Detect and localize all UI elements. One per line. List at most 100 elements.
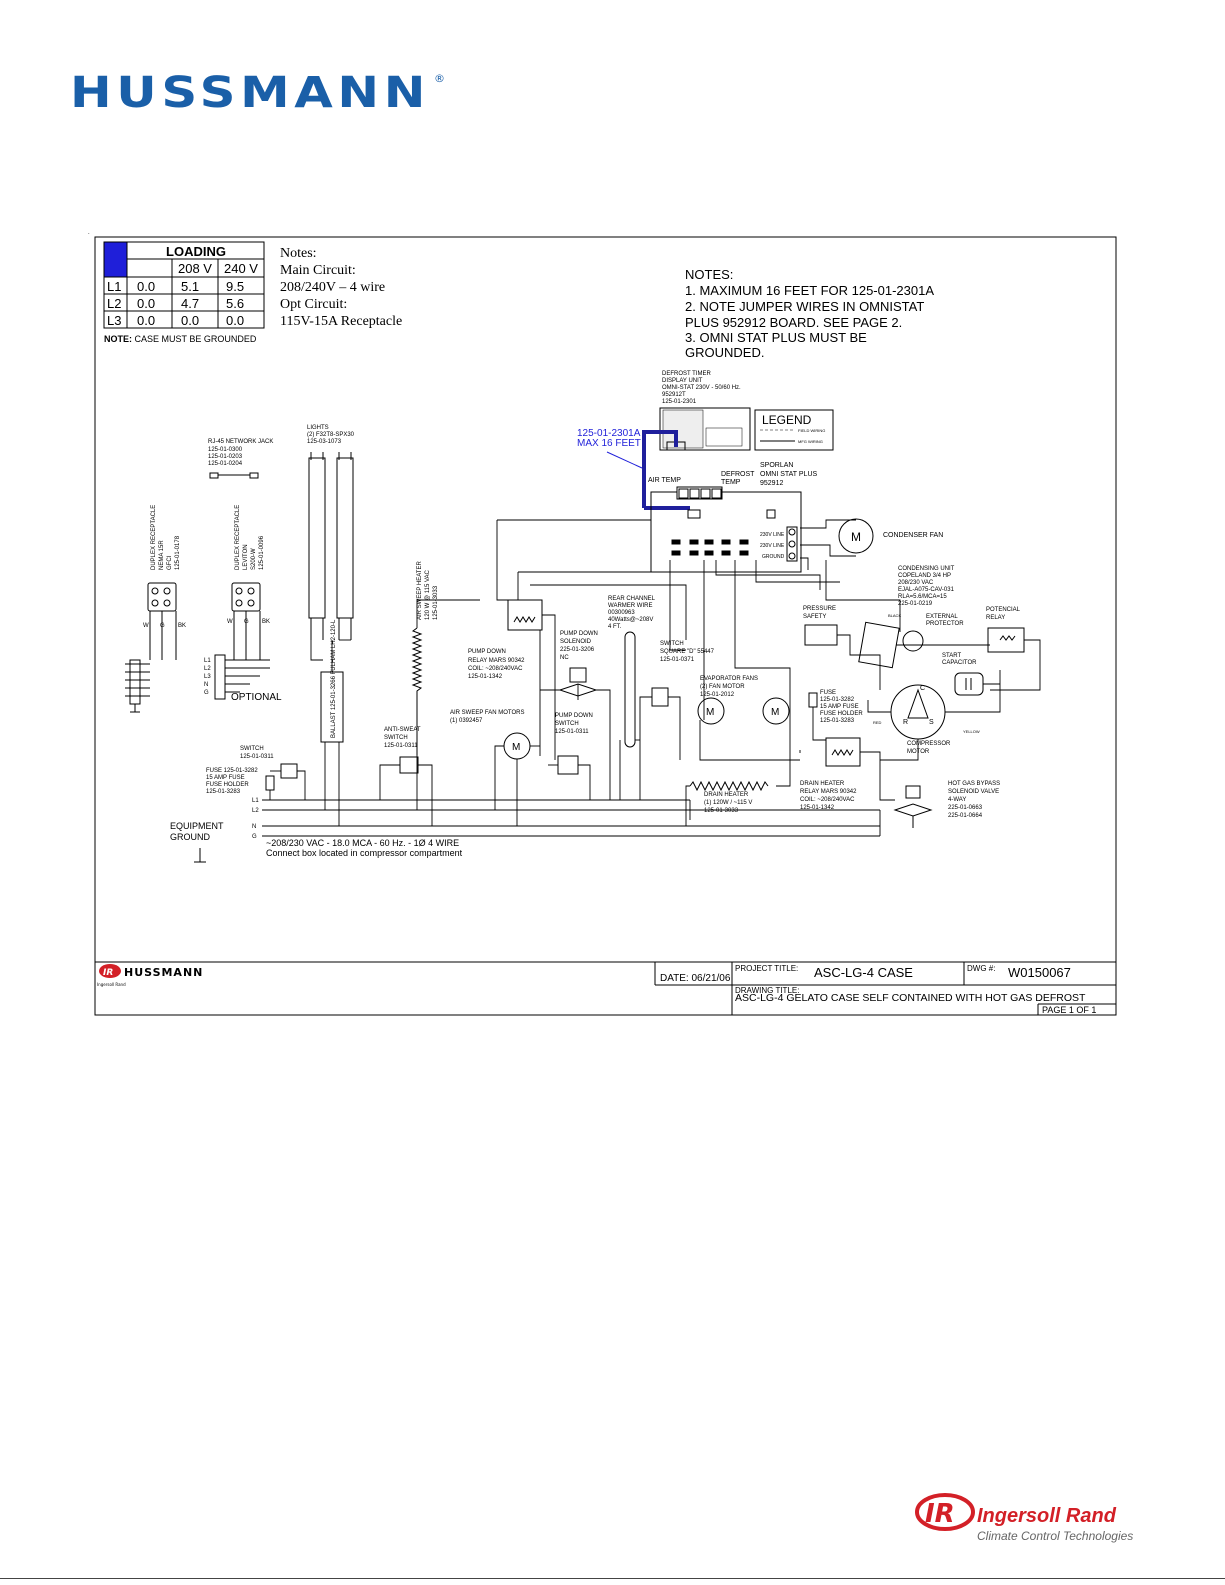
- loading-row-value: 9.5: [226, 279, 244, 294]
- svg-text:MFG WIRING: MFG WIRING: [798, 439, 823, 444]
- drawing-title: ASC-LG-4 GELATO CASE SELF CONTAINED WITH…: [735, 992, 1086, 1004]
- svg-text:SQUARE "D" 55447: SQUARE "D" 55447: [660, 649, 715, 655]
- legend: LEGEND FIELD WIRING MFG WIRING: [754, 409, 834, 451]
- svg-text:125-01-3033: 125-01-3033: [704, 808, 739, 814]
- svg-text:125-01-0203: 125-01-0203: [208, 454, 243, 460]
- svg-text:SWITCH: SWITCH: [555, 721, 579, 727]
- note-line: 2. NOTE JUMPER WIRES IN OMNISTAT: [685, 299, 924, 314]
- loading-row-value: 4.7: [181, 296, 199, 311]
- svg-text:L2: L2: [252, 808, 259, 814]
- switch-left-label: SWITCH 125-01-0311: [240, 746, 274, 760]
- svg-text:M: M: [706, 707, 714, 718]
- svg-text:(2) FAN MOTOR: (2) FAN MOTOR: [700, 684, 745, 690]
- small-brand-sub: Ingersoll Rand: [97, 982, 126, 987]
- loading-row-value: 0.0: [137, 313, 155, 328]
- opt-circuit-label: Opt Circuit:: [280, 297, 347, 312]
- svg-text:FUSE 125-01-3282: FUSE 125-01-3282: [206, 768, 258, 774]
- pressure-safety-label: PRESSURE: [803, 606, 836, 612]
- air-sweep-motors-label: AIR SWEEP FAN MOTORS (1) 0392457: [450, 710, 524, 724]
- main-line-labels: L1 L2 N G: [252, 798, 259, 840]
- fuse-right: [808, 692, 818, 708]
- svg-text:RELAY MARS 90342: RELAY MARS 90342: [468, 658, 525, 664]
- svg-text:EJAL-A075-CAV-031: EJAL-A075-CAV-031: [898, 587, 955, 593]
- svg-text:EVAPORATOR FANS: EVAPORATOR FANS: [700, 676, 758, 682]
- svg-text:125-01-1342: 125-01-1342: [800, 805, 835, 811]
- brand-name: HUSSMANN: [70, 70, 430, 112]
- svg-text:COIL: ~208/240VAC: COIL: ~208/240VAC: [800, 797, 855, 803]
- main-bus: [262, 799, 880, 837]
- svg-text:PUMP DOWN: PUMP DOWN: [555, 713, 593, 719]
- air-sweep-heater: [411, 627, 423, 755]
- rear-channel-warmer: [624, 631, 636, 748]
- condensing-unit-label: CONDENSING UNIT COPELAND 3/4 HP 208/230 …: [898, 566, 955, 607]
- svg-text:.: .: [88, 230, 90, 236]
- svg-text:L2: L2: [204, 666, 211, 672]
- anti-sweat-switch: [399, 756, 419, 774]
- svg-text:OMNI STAT PLUS: OMNI STAT PLUS: [760, 471, 818, 478]
- title-block: DATE: 06/21/06 PROJECT TITLE: ASC-LG-4 C…: [95, 961, 1116, 1015]
- svg-text:L3: L3: [204, 674, 211, 680]
- svg-text:M: M: [851, 530, 861, 544]
- note-line: PLUS 952912 BOARD. SEE PAGE 2.: [685, 315, 902, 330]
- svg-text:DUPLEX RECEPTACLE: DUPLEX RECEPTACLE: [151, 505, 157, 570]
- hot-gas-valve: [893, 785, 933, 828]
- defrost-temp-label: TEMP: [721, 479, 741, 486]
- pump-down-relay: [507, 599, 543, 631]
- small-hussmann-logo: IR HUSSMANN Ingersoll Rand: [97, 964, 202, 987]
- svg-text:DEFROST TIMER: DEFROST TIMER: [662, 371, 711, 377]
- svg-text:N: N: [252, 824, 256, 830]
- duplex-receptacles: [147, 582, 261, 660]
- svg-text:S: S: [929, 719, 934, 726]
- terminal-strip-optional: [214, 654, 270, 700]
- svg-text:MAX 16 FEET: MAX 16 FEET: [577, 438, 641, 449]
- switch-left: [280, 763, 298, 779]
- svg-text:40Watts@~208V: 40Watts@~208V: [608, 617, 653, 623]
- supply-label: ~208/230 VAC - 18.0 MCA - 60 Hz. - 1Ø 4 …: [266, 838, 459, 848]
- svg-text:125-01-3283: 125-01-3283: [206, 789, 241, 795]
- line-230-a: 230V LINE: [760, 532, 785, 538]
- defrost-temp-label: DEFROST: [721, 471, 755, 478]
- lights-label: LIGHTS (2) F32T8-SPX30 125-03-1073: [307, 425, 355, 445]
- svg-text:125-01-0204: 125-01-0204: [208, 461, 243, 467]
- svg-text:LEVITON: LEVITON: [243, 544, 249, 570]
- svg-text:125-01-3033: 125-01-3033: [433, 585, 439, 620]
- svg-text:N: N: [204, 682, 208, 688]
- svg-text:COIL: ~208/240VAC: COIL: ~208/240VAC: [468, 666, 523, 672]
- project-title-label: PROJECT TITLE:: [735, 964, 798, 973]
- omnistat-board: [650, 486, 802, 573]
- svg-text:125-01-0371: 125-01-0371: [660, 657, 695, 663]
- ir-name: Ingersoll Rand: [977, 1505, 1117, 1527]
- air-temp-label: AIR TEMP: [648, 477, 681, 484]
- svg-text:REAR CHANNEL: REAR CHANNEL: [608, 596, 656, 602]
- svg-text:SPORLAN: SPORLAN: [760, 462, 793, 469]
- hussmann-logo: HUSSMANN ®: [70, 70, 445, 112]
- svg-text:952912T: 952912T: [662, 392, 686, 398]
- svg-text:IR: IR: [103, 968, 113, 978]
- rj45-jack: [209, 472, 259, 479]
- svg-text:00300963: 00300963: [608, 610, 635, 616]
- legend-title: LEGEND: [762, 413, 812, 427]
- ir-mark-icon: [915, 1493, 975, 1531]
- wire-label: W: [143, 623, 149, 629]
- evap-fan-motor-1: [697, 697, 725, 725]
- start-capacitor-label: CAPACITOR: [942, 660, 977, 666]
- potencial-relay-label: RELAY: [986, 615, 1005, 621]
- loading-row-line: L2: [107, 296, 121, 311]
- anti-sweat-label: ANTI-SWEAT SWITCH 125-01-0311: [384, 727, 421, 749]
- svg-text:DATE: 06/21/06: DATE: 06/21/06: [660, 973, 731, 984]
- evap-fan-motor-2: [762, 697, 790, 725]
- wire-label: BK: [262, 619, 270, 625]
- svg-text:125-01-0311: 125-01-0311: [555, 729, 589, 735]
- svg-text:225-01-0663: 225-01-0663: [948, 805, 983, 811]
- svg-text:NOTE: CASE MUST BE GROUNDED: NOTE: CASE MUST BE GROUNDED: [104, 334, 257, 344]
- svg-text:G: G: [204, 690, 209, 696]
- pump-down-relay-label: PUMP DOWN RELAY MARS 90342 COIL: ~208/24…: [468, 649, 525, 680]
- loading-header-208: 208 V: [178, 261, 212, 276]
- pressure-safety-label: SAFETY: [803, 614, 826, 620]
- loading-row-line: L3: [107, 313, 121, 328]
- terminal-strip-left: [125, 659, 150, 713]
- pressure-safety: [804, 624, 838, 646]
- circuit-notes-heading: Notes:: [280, 246, 317, 261]
- equipment-ground-label: GROUND: [170, 832, 210, 842]
